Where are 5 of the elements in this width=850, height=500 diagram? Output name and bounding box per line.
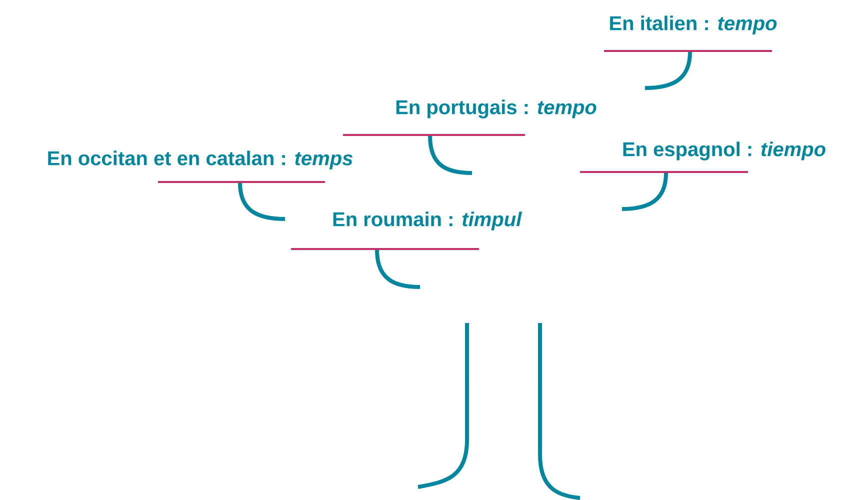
branch-label: En portugais : tempo [396,100,596,118]
branch-label: En roumain : timpul [333,212,522,230]
branch-label: En occitan et en catalan : temps [48,150,353,170]
branch-label: En espagnol : tiempo [623,142,826,160]
branch-label: En italien : tempo [610,16,777,34]
